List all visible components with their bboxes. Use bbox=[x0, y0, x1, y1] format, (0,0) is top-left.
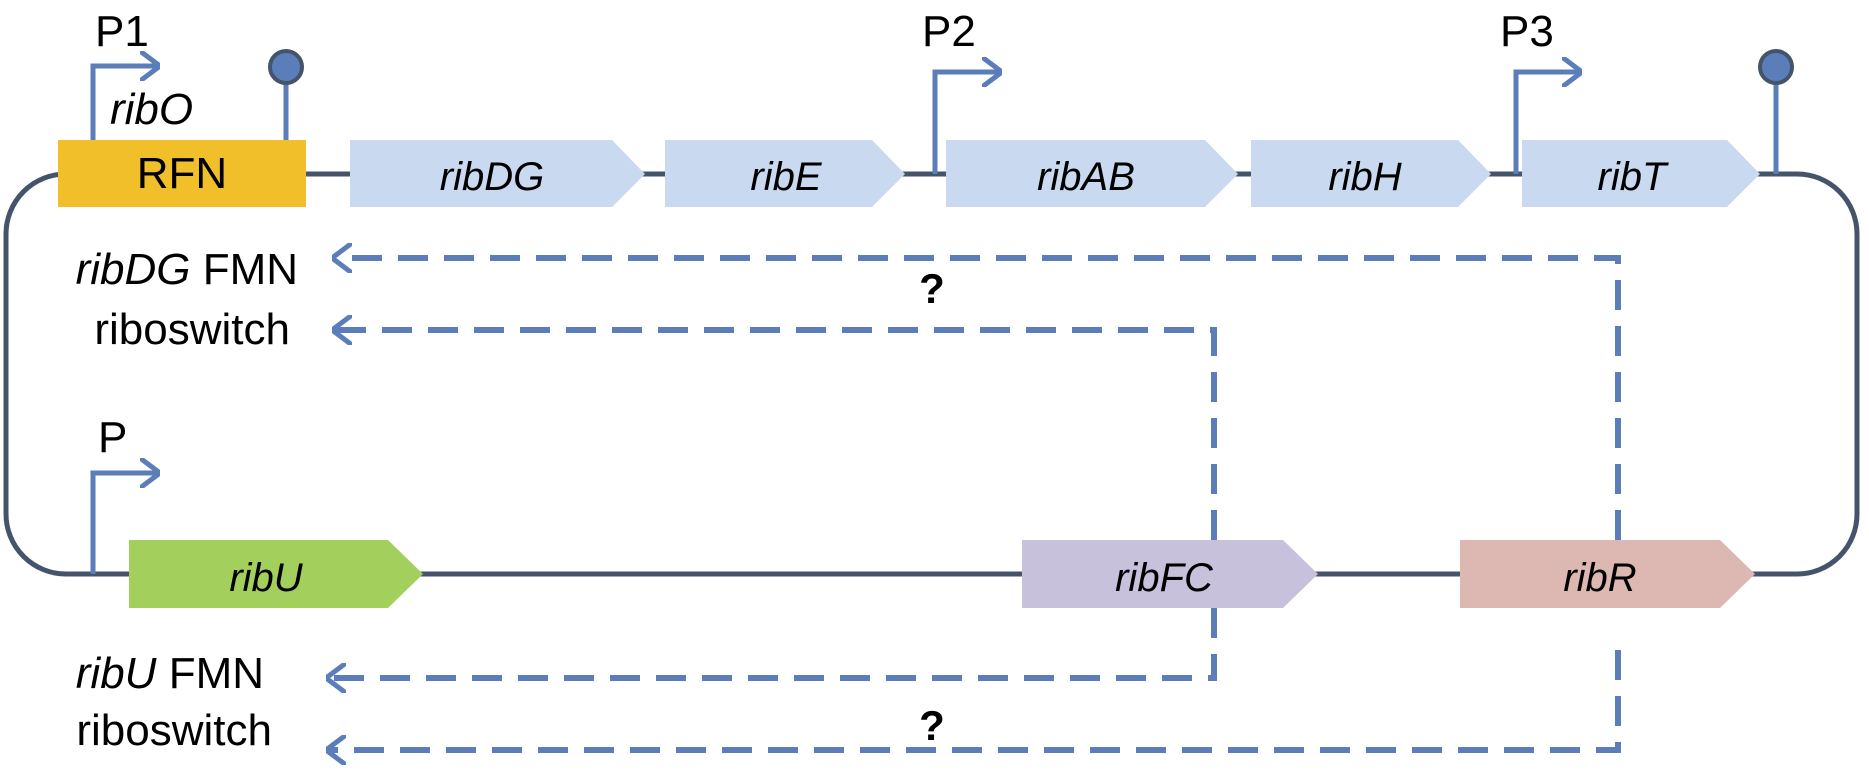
uncertain-mark-top: ? bbox=[919, 265, 945, 312]
rfn-label: RFN bbox=[137, 149, 227, 198]
gene-ribU-label: ribU bbox=[229, 556, 303, 600]
gene-ribAB bbox=[946, 140, 1238, 207]
terminator-right-icon bbox=[1758, 49, 1794, 174]
gene-ribR-label: ribR bbox=[1563, 556, 1636, 600]
promoter-p-label: P bbox=[98, 413, 127, 462]
gene-ribFC-label: ribFC bbox=[1115, 556, 1214, 600]
terminator-left-icon bbox=[268, 49, 304, 140]
gene-ribH-label: ribH bbox=[1328, 155, 1401, 199]
gene-ribAB-label: ribAB bbox=[1037, 155, 1135, 199]
dna-backbone bbox=[3, 171, 1860, 577]
gene-ribFC bbox=[1022, 540, 1318, 608]
ribDG-riboswitch-label-line2: riboswitch bbox=[94, 305, 290, 354]
gene-ribT-label: ribT bbox=[1598, 155, 1669, 199]
ribFC-to-ribU-switch-arrow bbox=[326, 608, 1217, 678]
promoter-p1-arrow bbox=[90, 66, 160, 140]
ribR-to-ribU-switch-arrow bbox=[326, 650, 1621, 750]
promoter-p2-arrow bbox=[932, 72, 1002, 174]
gene-ribDG bbox=[350, 140, 645, 207]
uncertain-mark-bottom: ? bbox=[919, 702, 945, 749]
gene-ribT bbox=[1522, 140, 1760, 207]
gene-ribDG-label: ribDG bbox=[440, 155, 544, 199]
gene-ribU bbox=[129, 540, 423, 608]
promoter-p1-label: P1 bbox=[95, 7, 149, 56]
ribU-riboswitch-label-line1: ribU FMN bbox=[76, 649, 264, 698]
promoter-p-arrow bbox=[90, 473, 160, 574]
promoter-p3-label: P3 bbox=[1500, 7, 1554, 56]
ribDG-riboswitch-label-line1: ribDG FMN bbox=[76, 245, 298, 294]
gene-ribE bbox=[665, 140, 905, 207]
promoter-p3-arrow bbox=[1513, 72, 1582, 174]
rfn-element bbox=[58, 140, 306, 207]
ribo-operator-label: ribO bbox=[110, 85, 193, 134]
ribR-to-ribDG-switch-arrow bbox=[332, 258, 1621, 540]
gene-ribH bbox=[1251, 140, 1491, 207]
gene-ribE-label: ribE bbox=[750, 155, 822, 199]
promoter-p2-label: P2 bbox=[922, 7, 976, 56]
gene-ribR bbox=[1460, 540, 1755, 608]
ribFC-to-ribDG-switch-arrow bbox=[332, 330, 1217, 540]
ribU-riboswitch-label-line2: riboswitch bbox=[76, 706, 272, 755]
